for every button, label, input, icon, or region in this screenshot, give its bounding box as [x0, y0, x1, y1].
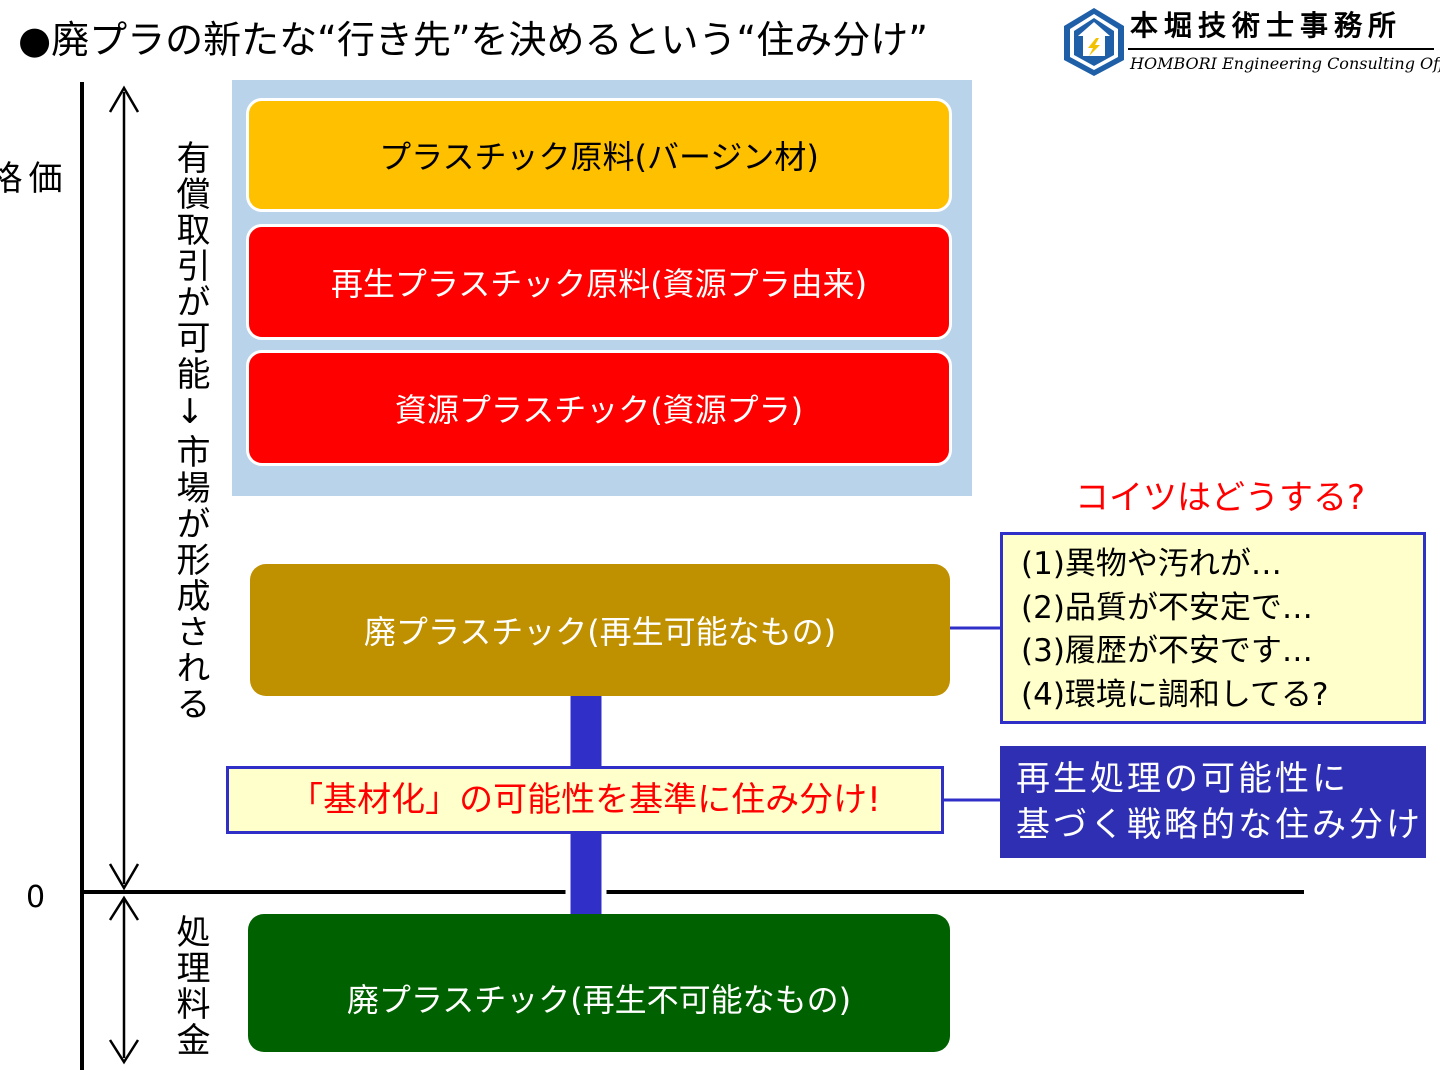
strategy-line-1: 再生処理の可能性に [1016, 759, 1349, 799]
issue-item: (4)環境に調和してる? [1021, 676, 1329, 713]
logo-subtitle: HOMBORI Engineering Consulting Office [1130, 54, 1440, 73]
issue-item: (3)履歴が不安です… [1021, 633, 1313, 669]
strategy-line-2: 基づく戦略的な住み分け [1016, 805, 1423, 845]
logo-name: 本堀技術士事務所 [1130, 9, 1403, 42]
zero-label: 0 [26, 880, 46, 915]
strategy-box: 再生処理の可能性に 基づく戦略的な住み分け [1000, 746, 1426, 858]
logo-divider [1128, 48, 1434, 50]
recycled-material-box: 再生プラスチック原料(資源プラ由来) [246, 224, 952, 340]
y-axis-label: 価格 [0, 160, 62, 254]
recyclable-waste-box: 廃プラスチック(再生可能なもの) [250, 564, 950, 696]
page-title: ●廃プラの新たな“行き先”を決めるという“住み分け” [18, 18, 928, 62]
issues-list: (1)異物や汚れが… (2)品質が不安定で… (3)履歴が不安です… (4)環境… [1000, 532, 1426, 724]
issue-item: (2)品質が不安定で… [1021, 589, 1313, 626]
question-heading: コイツはどうする? [1074, 478, 1366, 518]
resource-plastic-box: 資源プラスチック(資源プラ) [246, 350, 952, 466]
issue-item: (1)異物や汚れが… [1021, 546, 1282, 582]
disposal-fee-label: 処理料金 [170, 914, 210, 1058]
criterion-banner: 「基材化」の可能性を基準に住み分け! [226, 766, 944, 834]
virgin-material-box: プラスチック原料(バージン材) [246, 98, 952, 212]
nonrecyclable-waste-box: 廃プラスチック(再生不可能なもの) [248, 914, 950, 1052]
house-lightning-icon [1064, 8, 1124, 76]
logo [1062, 6, 1434, 80]
paid-trading-label: 有償取引が可能↓市場が形成される [170, 140, 210, 722]
